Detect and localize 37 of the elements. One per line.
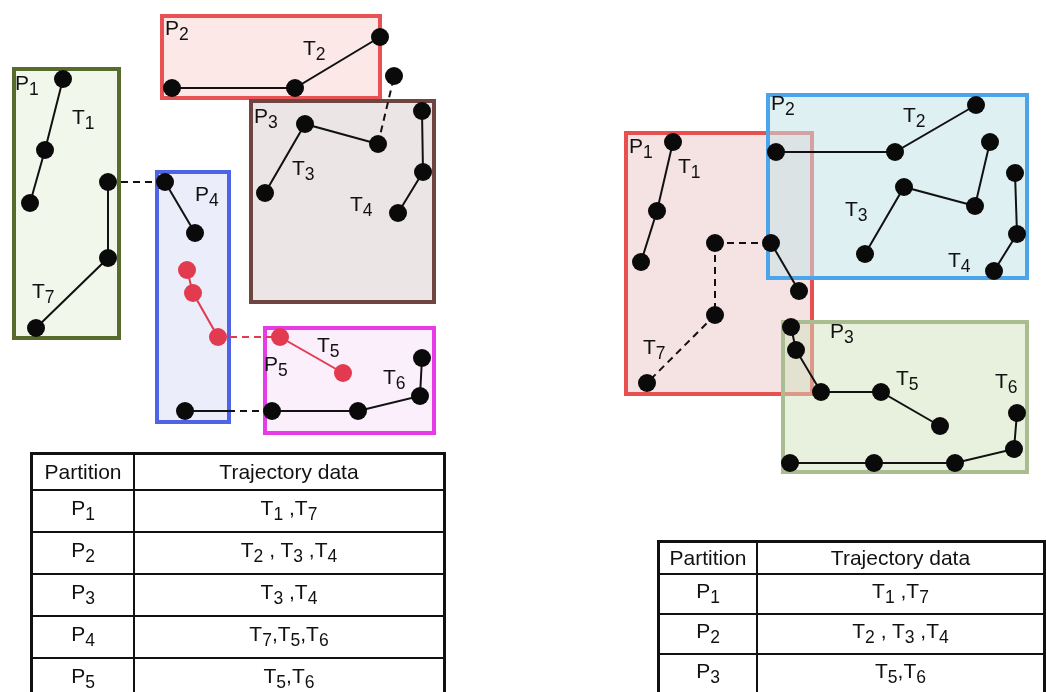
partition-name: P$_{1}$	[658, 573, 757, 614]
partition-box	[12, 67, 121, 340]
partition-box	[249, 99, 436, 304]
trajectory-label: T$_{1}$	[72, 106, 95, 135]
trajectory-label: T$_{3}$	[292, 157, 315, 186]
partition-box	[160, 14, 382, 100]
partition-box	[263, 326, 436, 435]
partition-box	[766, 93, 1029, 280]
trajectory-label: T$_{4}$	[350, 193, 373, 222]
column-header: Partition	[658, 541, 757, 574]
partition-label: P$_{2}$	[771, 92, 795, 121]
trajectory-label: T$_{2}$	[903, 104, 926, 133]
partition-label: P$_{3}$	[830, 320, 854, 349]
trajectory-label: T$_{7}$	[32, 280, 55, 309]
partition-label: P$_{1}$	[629, 135, 653, 164]
partition-box	[155, 170, 231, 424]
partition-name: P$_{1}$	[31, 489, 134, 532]
trajectory-label: T$_{6}$	[383, 366, 406, 395]
partition-label: P$_{3}$	[254, 105, 278, 134]
column-header: Partition	[31, 453, 134, 490]
partition-name: P$_{3}$	[31, 573, 134, 616]
partition-name: P$_{4}$	[31, 615, 134, 658]
trajectory-label: T$_{5}$	[896, 367, 919, 396]
partition-name: P$_{2}$	[658, 613, 757, 654]
partition-box	[781, 320, 1029, 474]
trajectory-label: T$_{3}$	[845, 198, 868, 227]
partition-box	[624, 131, 814, 396]
trajectory-label: T$_{1}$	[678, 155, 701, 184]
partition-label: P$_{2}$	[165, 17, 189, 46]
partition-label: P$_{1}$	[15, 72, 39, 101]
trajectory-label: T$_{5}$	[317, 334, 340, 363]
trajectory-label: T$_{7}$	[643, 336, 666, 365]
trajectory-label: T$_{4}$	[948, 249, 971, 278]
trajectory-label: T$_{6}$	[995, 370, 1018, 399]
trajectory-label: T$_{2}$	[303, 37, 326, 66]
partition-label: P$_{4}$	[195, 183, 219, 212]
partition-name: P$_{2}$	[31, 531, 134, 574]
